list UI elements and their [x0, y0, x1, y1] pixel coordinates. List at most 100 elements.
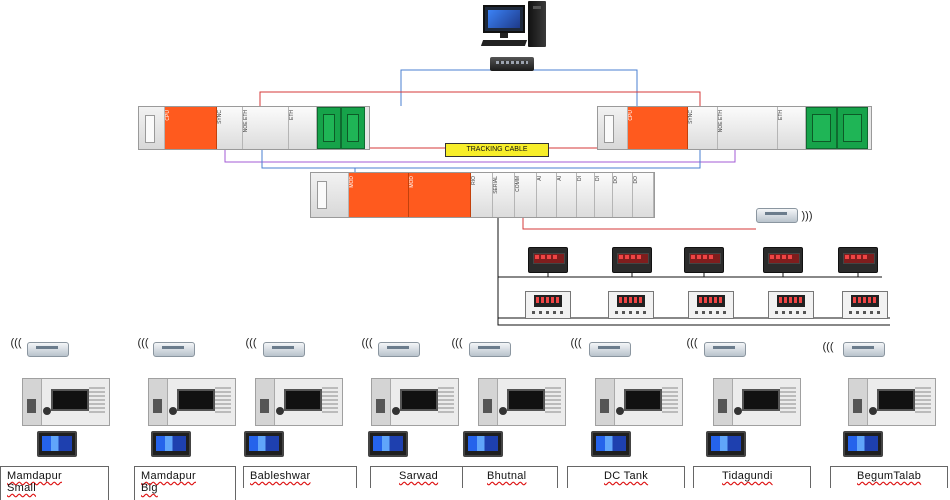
plc-rack-io: MOD MOD RIO SERIAL COMM AI AI DI DI DO D… — [310, 172, 655, 218]
site-name: Tidagundi — [722, 470, 773, 482]
modem-link — [522, 218, 756, 230]
green-module — [806, 107, 837, 149]
plc-icon — [595, 378, 683, 426]
hmi-icon — [151, 431, 191, 457]
power-supply-module — [311, 173, 349, 217]
hmi-icon — [37, 431, 77, 457]
site-label-bableshwar: Bableshwar — [243, 466, 357, 488]
io-module: DI — [577, 173, 595, 217]
cpu-module: MOD — [409, 173, 471, 217]
io-module: DO — [633, 173, 654, 217]
plc-icon — [22, 378, 110, 426]
gsm-modem-icon — [27, 342, 69, 357]
plc-rack-left: CPU SYNC NOE ETH ETH — [138, 106, 370, 150]
multifunction-meter-icon — [608, 291, 654, 319]
multifunction-meter-icon — [842, 291, 888, 319]
hmi-icon — [463, 431, 503, 457]
site-label-tidagundi: Tidagundi — [693, 466, 811, 488]
gsm-modem-icon — [263, 342, 305, 357]
network-switch-icon — [490, 57, 534, 71]
gsm-modem-icon — [153, 342, 195, 357]
multifunction-meter-icon — [688, 291, 734, 319]
hmi-icon — [591, 431, 631, 457]
io-module: SYNC — [688, 107, 718, 149]
wireless-signal-icon: ((( — [361, 337, 373, 349]
plc-icon — [371, 378, 459, 426]
multifunction-meter-icon — [525, 291, 571, 319]
tracking-cable-label: TRACKING CABLE — [445, 143, 549, 157]
wireless-signal-icon: ((( — [822, 341, 834, 353]
energy-meter-icon — [612, 247, 652, 273]
site-name: Mamdapur Small — [7, 470, 62, 494]
meter-bus-trunk — [497, 218, 890, 326]
hmi-icon — [706, 431, 746, 457]
lan-link-top — [259, 91, 701, 106]
gsm-modem-icon — [469, 342, 511, 357]
site-label-dc-tank: DC Tank — [567, 466, 685, 488]
energy-meter-icon — [763, 247, 803, 273]
wireless-signal-icon: ((( — [570, 337, 582, 349]
tracking-link — [364, 126, 445, 149]
site-label-mamdapur-big: Mamdapur Big — [134, 466, 236, 500]
gsm-modem-icon — [756, 208, 798, 223]
tracking-link-r — [547, 126, 601, 149]
multifunction-meter-icon — [768, 291, 814, 319]
site-name: Mamdapur Big — [141, 470, 196, 494]
hmi-icon — [368, 431, 408, 457]
io-module: AI — [537, 173, 557, 217]
io-module: SERIAL — [493, 173, 515, 217]
io-module: DO — [613, 173, 633, 217]
site-label-bhutnal: Bhutnal — [462, 466, 558, 488]
site-label-sarwad: Sarwad — [370, 466, 468, 488]
green-module — [341, 107, 365, 149]
blue-link-2 — [261, 150, 701, 169]
plc-icon — [255, 378, 343, 426]
hmi-icon — [843, 431, 883, 457]
lan-link-right — [520, 69, 638, 106]
site-label-begumtalab: BegumTalab — [830, 466, 948, 488]
plc-rack-right: CPU SYNC NOE ETH ETH — [597, 106, 872, 150]
plc-icon — [848, 378, 936, 426]
power-supply-module — [598, 107, 628, 149]
wireless-signal-icon: ((( — [686, 337, 698, 349]
site-name: Sarwad — [399, 470, 439, 482]
wireless-signal-icon: ((( — [137, 337, 149, 349]
green-module — [317, 107, 341, 149]
comm-module: NOE ETH — [718, 107, 778, 149]
io-module: AI — [557, 173, 577, 217]
energy-meter-icon — [838, 247, 878, 273]
io-module: DI — [595, 173, 613, 217]
io-module: SYNC — [217, 107, 243, 149]
site-label-mamdapur-small: Mamdapur Small — [0, 466, 109, 500]
energy-meter-icon — [528, 247, 568, 273]
lan-link-left — [400, 69, 508, 106]
green-module — [837, 107, 868, 149]
io-module: RIO — [471, 173, 493, 217]
gsm-modem-icon — [378, 342, 420, 357]
cpu-module: CPU — [628, 107, 688, 149]
hmi-icon — [244, 431, 284, 457]
comm-module: ETH — [289, 107, 317, 149]
wireless-signal-icon: ((( — [451, 337, 463, 349]
plc-icon — [478, 378, 566, 426]
wireless-signal-icon: ((( — [245, 337, 257, 349]
io-module: COMM — [515, 173, 537, 217]
gsm-modem-icon — [843, 342, 885, 357]
site-name: Bableshwar — [250, 470, 311, 482]
plc-icon — [713, 378, 801, 426]
site-name: DC Tank — [604, 470, 649, 482]
wireless-signal-icon: ))) — [801, 210, 813, 222]
power-supply-module — [139, 107, 165, 149]
energy-meter-icon — [684, 247, 724, 273]
gsm-modem-icon — [589, 342, 631, 357]
site-name: Bhutnal — [487, 470, 527, 482]
gsm-modem-icon — [704, 342, 746, 357]
cpu-module: CPU — [165, 107, 217, 149]
cpu-module: MOD — [349, 173, 409, 217]
comm-module: NOE ETH — [243, 107, 289, 149]
plc-icon — [148, 378, 236, 426]
site-name: BegumTalab — [857, 470, 922, 482]
purple-link — [224, 150, 736, 163]
